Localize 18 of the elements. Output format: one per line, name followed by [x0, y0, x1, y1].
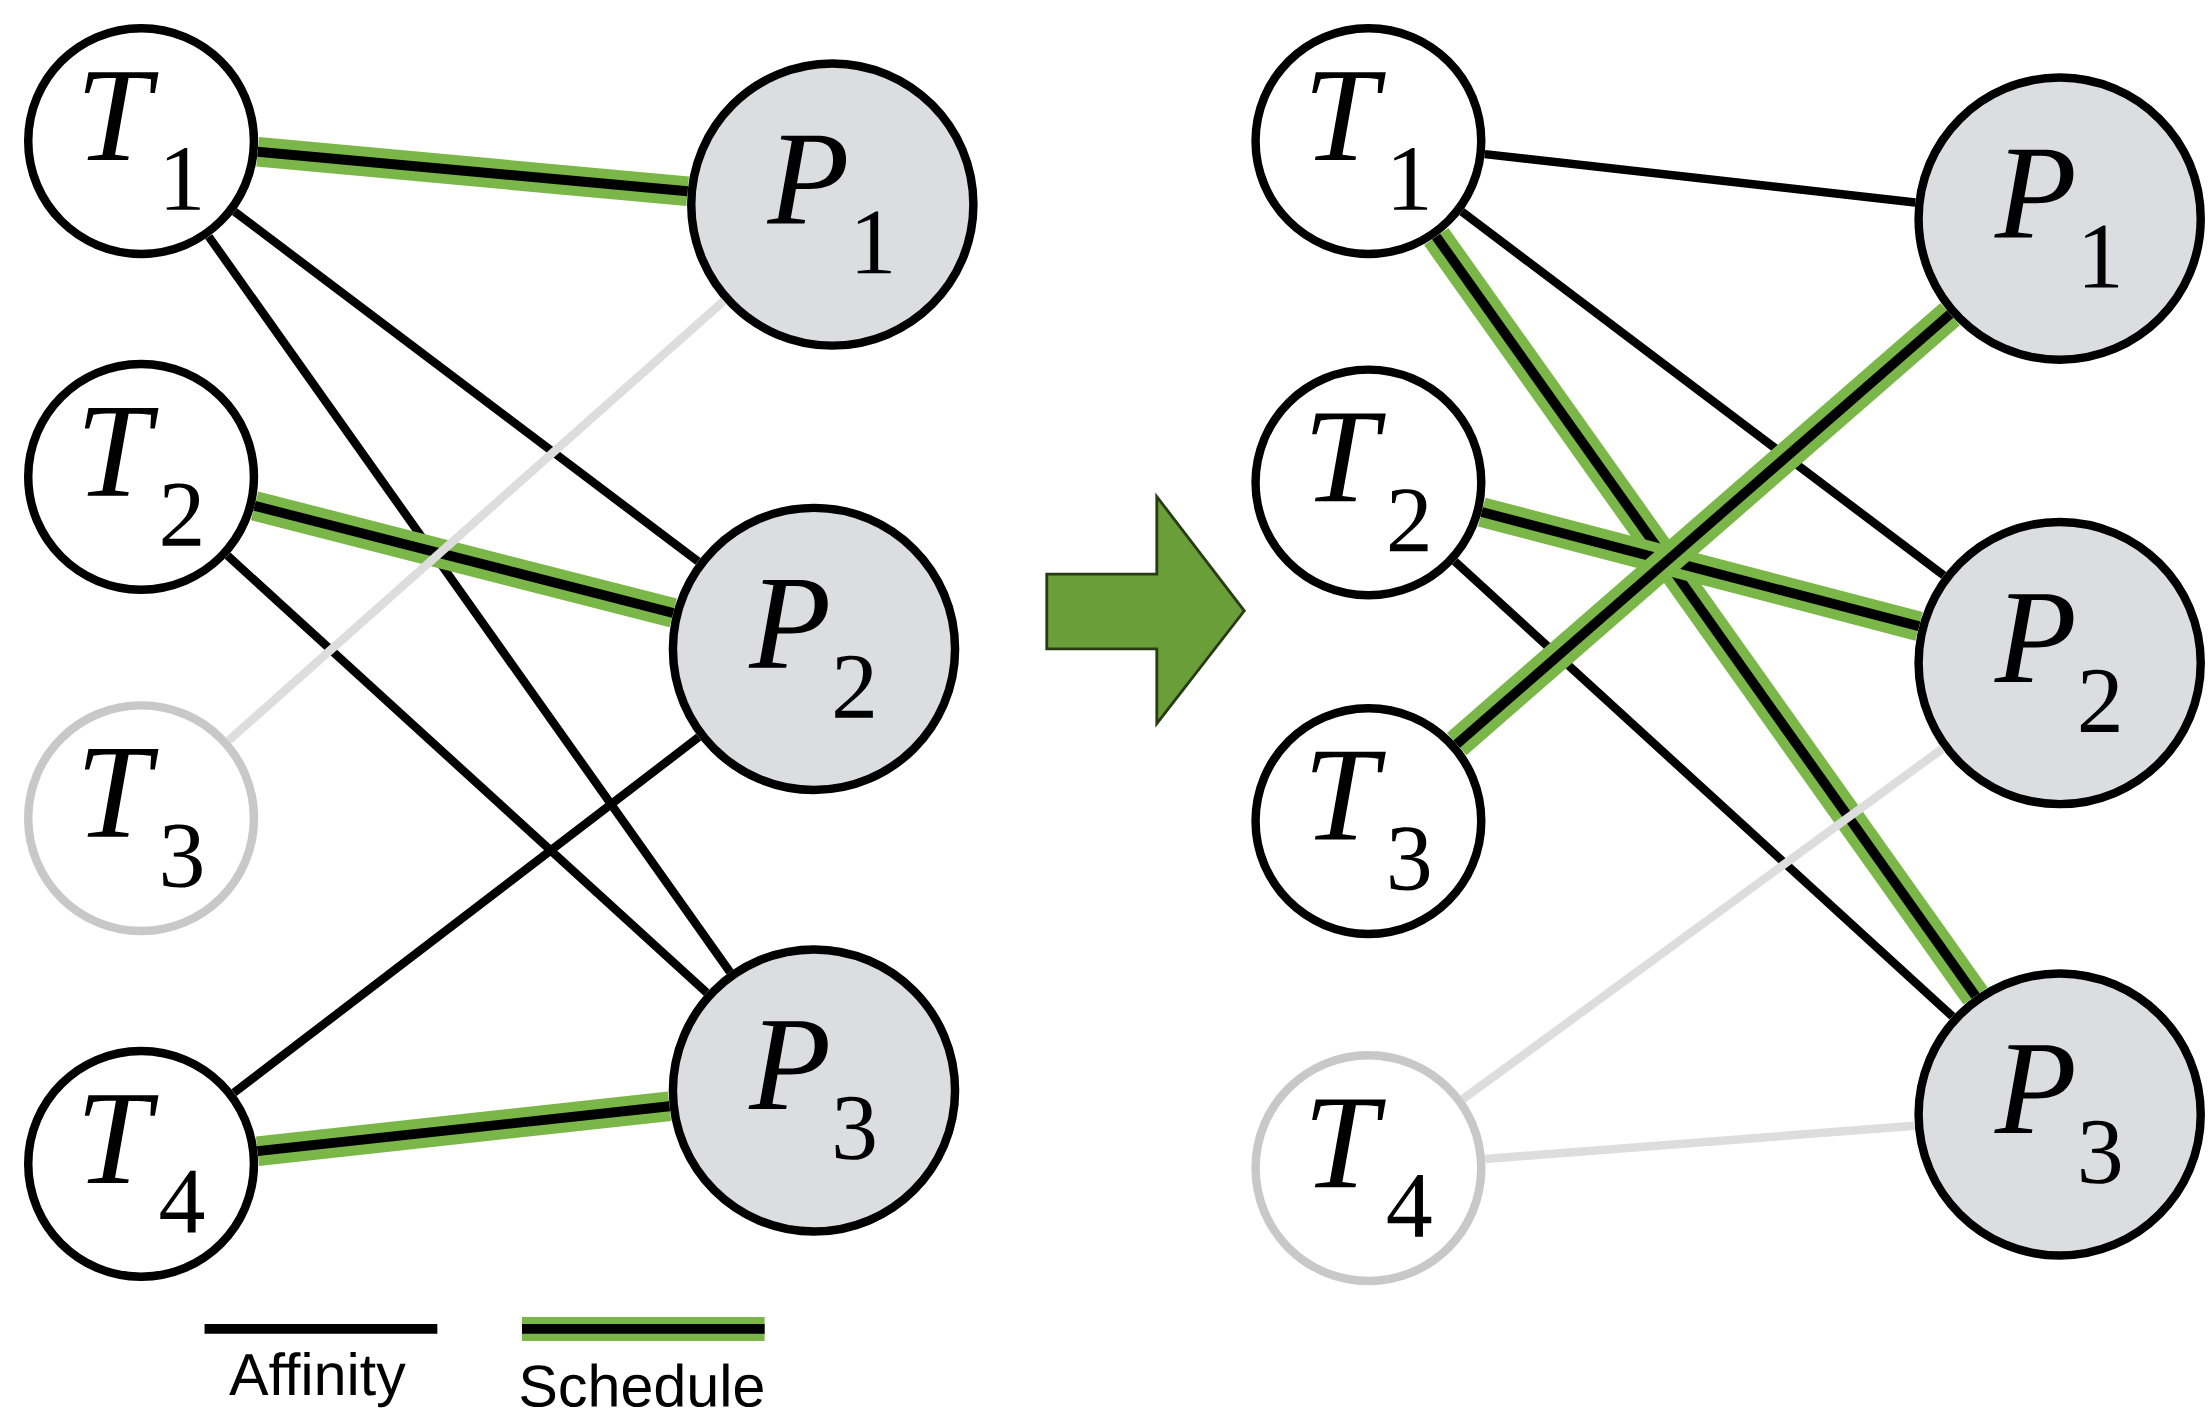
schedule-line: [1446, 303, 1960, 756]
affinity-line: [1451, 558, 1956, 1020]
affinity-line: [205, 234, 734, 975]
schedule-line: [255, 1091, 672, 1167]
schedule-line: [256, 137, 689, 207]
affinity-line: [225, 298, 727, 744]
schedule-line: [1477, 497, 1923, 641]
affinity-line: [224, 552, 710, 996]
affinity-line: [1460, 745, 1945, 1103]
affinity-line: [1459, 208, 1947, 580]
schedule-line: [250, 491, 677, 628]
affinity-line: [1484, 1121, 1916, 1164]
affinity-line: [231, 734, 702, 1097]
legend-label: Affinity: [229, 1352, 406, 1408]
legend-label: Schedule: [521, 1363, 763, 1408]
schedule-line: [1424, 228, 1988, 1005]
affinity-line: [1484, 150, 1916, 207]
affinity-line: [232, 208, 701, 565]
